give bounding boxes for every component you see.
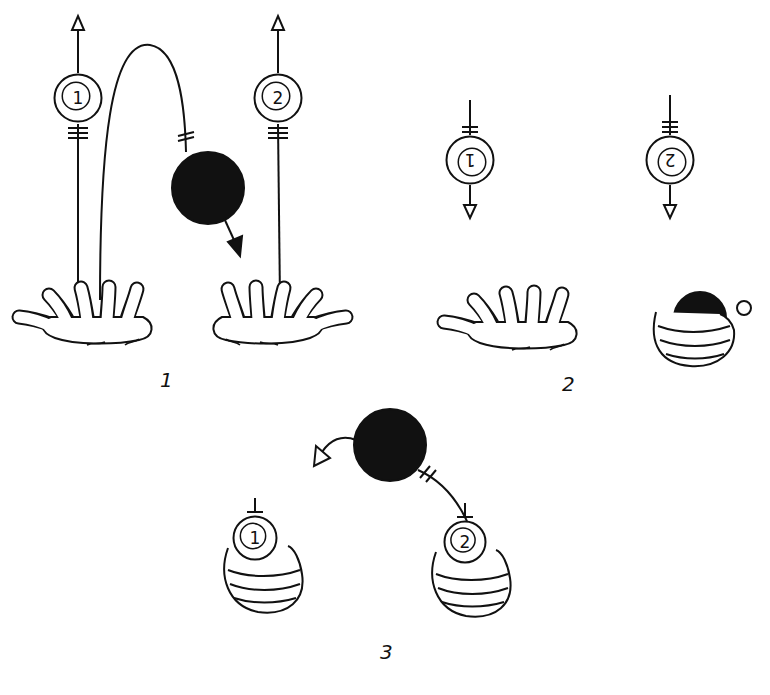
juggling-ball: 1 (53, 73, 103, 123)
panel-number: 1 (160, 368, 173, 392)
panel-number: 3 (380, 640, 393, 664)
ball-number: 2 (443, 520, 487, 564)
juggling-ball: 1 (232, 515, 278, 561)
ball-number: 1 (232, 515, 278, 561)
juggling-ball: 2 (253, 73, 303, 123)
ball-number: 1 (53, 73, 103, 123)
ball-number: 1 (445, 135, 495, 185)
panel-number: 2 (562, 372, 575, 396)
ball-number: 2 (645, 135, 695, 185)
juggling-ball: 2 (645, 135, 695, 185)
juggling-ball: 1 (445, 135, 495, 185)
ball-number: 2 (253, 73, 303, 123)
juggling-ball: 2 (443, 520, 487, 564)
